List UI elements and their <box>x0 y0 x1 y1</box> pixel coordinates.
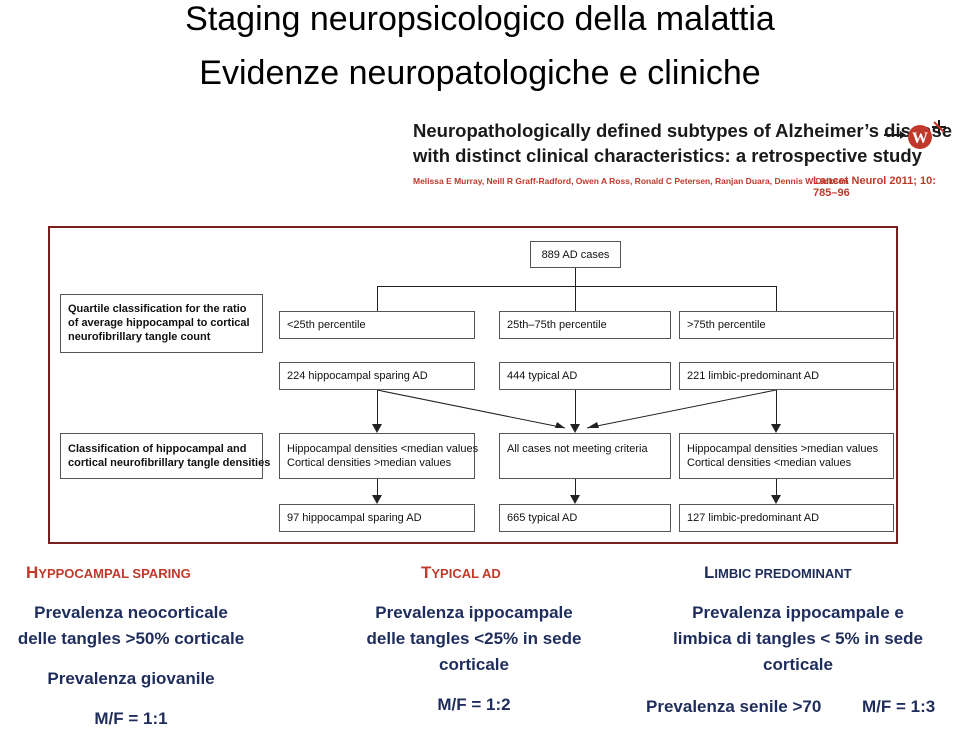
label-line: neurofibrillary tangle count <box>68 331 211 343</box>
paper-title: Neuropathologically defined subtypes of … <box>413 118 953 168</box>
arrow-down-icon <box>771 495 781 504</box>
connector <box>377 286 776 287</box>
quartile-result-typical: 444 typical AD <box>499 362 671 390</box>
percentile-box-low: <25th percentile <box>279 311 475 339</box>
criteria-line: Hippocampal densities <median values <box>287 443 479 455</box>
paper-title-line-2: with distinct clinical characteristics: … <box>413 145 922 166</box>
note-line: Prevalenza ippocampale <box>375 603 573 622</box>
arrow-down-icon <box>372 424 382 433</box>
connector <box>776 479 777 495</box>
criteria-line: Hippocampal densities >median values <box>687 443 879 455</box>
heading-rest: YPPOCAMPAL SPARING <box>38 566 191 581</box>
quartile-result-hippocampal: 224 hippocampal sparing AD <box>279 362 475 390</box>
arrow-down-icon <box>771 424 781 433</box>
heading-initial: L <box>704 563 715 582</box>
criteria-limbic: Hippocampal densities >median values Cor… <box>679 433 894 479</box>
final-result-typical: 665 typical AD <box>499 504 671 532</box>
column-hippocampal: Prevalenza neocorticale delle tangles >5… <box>0 600 262 732</box>
note-line: M/F = 1:1 <box>94 709 168 728</box>
heading-rest: YPICAL AD <box>431 566 501 581</box>
total-cases-box: 889 AD cases <box>530 241 621 268</box>
final-result-limbic: 127 limbic-predominant AD <box>679 504 894 532</box>
connector <box>575 286 576 311</box>
label-line: cortical neurofibrillary tangle densitie… <box>68 457 271 469</box>
heading-initial: T <box>421 563 432 582</box>
arrow-down-icon <box>570 495 580 504</box>
percentile-box-high: >75th percentile <box>679 311 894 339</box>
connector <box>377 479 378 495</box>
criteria-line: All cases not meeting criteria <box>507 443 648 455</box>
arrow-down-icon <box>570 424 580 433</box>
connector <box>776 286 777 311</box>
note-line: Prevalenza neocorticale <box>34 603 228 622</box>
label-line: Classification of hippocampal and <box>68 443 247 455</box>
connector <box>377 286 378 311</box>
slide-title-line-1: Staging neuropsicologico della malattia <box>185 0 775 38</box>
note-line: delle tangles >50% corticale <box>17 629 245 648</box>
connector <box>377 390 378 424</box>
limbic-sex-ratio: M/F = 1:3 <box>862 697 936 716</box>
percentile-box-mid: 25th–75th percentile <box>499 311 671 339</box>
svg-text:W: W <box>912 130 928 147</box>
paper-title-line-1: Neuropathologically defined subtypes of … <box>413 120 953 141</box>
column-typical: Prevalenza ippocampale delle tangles <25… <box>335 600 613 718</box>
note-line: corticale <box>763 655 833 674</box>
paper-journal: Lancet Neurol 2011; 10: 785–96 <box>813 175 936 199</box>
label-line: of average hippocampal to cortical <box>68 317 250 329</box>
note-line: corticale <box>439 655 509 674</box>
note-line: Prevalenza ippocampale e <box>692 603 904 622</box>
criteria-line: Cortical densities >median values <box>287 457 452 469</box>
heading-rest: IMBIC PREDOMINANT <box>714 566 852 581</box>
quartile-classification-label: Quartile classification for the ratio of… <box>60 294 263 353</box>
slide-title-line-2: Evidenze neuropatologiche e cliniche <box>199 54 761 92</box>
criteria-hippocampal-sparing: Hippocampal densities <median values Cor… <box>279 433 479 479</box>
heading-typical-ad: TYPICAL AD <box>421 563 501 583</box>
connector <box>575 390 576 424</box>
w-crossmark-logo-icon: W <box>884 120 946 149</box>
diagonal-connectors <box>377 390 777 429</box>
note-line: Prevalenza giovanile <box>47 669 215 688</box>
heading-hippocampal-sparing: HYPPOCAMPAL SPARING <box>26 563 191 583</box>
criteria-typical: All cases not meeting criteria <box>499 433 671 479</box>
connector <box>575 268 576 286</box>
density-classification-label: Classification of hippocampal and cortic… <box>60 433 271 479</box>
arrow-down-icon <box>372 495 382 504</box>
paper-authors: Melissa E Murray, Neill R Graff-Radford,… <box>413 176 849 186</box>
label-line: Quartile classification for the ratio <box>68 303 247 315</box>
connector <box>776 390 777 424</box>
note-line: M/F = 1:2 <box>437 695 511 714</box>
note-line: limbica di tangles < 5% in sede <box>673 629 923 648</box>
connector <box>575 479 576 495</box>
final-result-hippocampal: 97 hippocampal sparing AD <box>279 504 475 532</box>
column-limbic: Prevalenza ippocampale e limbica di tang… <box>636 600 960 678</box>
heading-initial: H <box>26 563 39 582</box>
heading-limbic-predominant: LIMBIC PREDOMINANT <box>704 563 852 583</box>
limbic-age-note: Prevalenza senile >70 <box>646 697 822 716</box>
note-line: delle tangles <25% in sede <box>366 629 582 648</box>
quartile-result-limbic: 221 limbic-predominant AD <box>679 362 894 390</box>
criteria-line: Cortical densities <median values <box>687 457 852 469</box>
